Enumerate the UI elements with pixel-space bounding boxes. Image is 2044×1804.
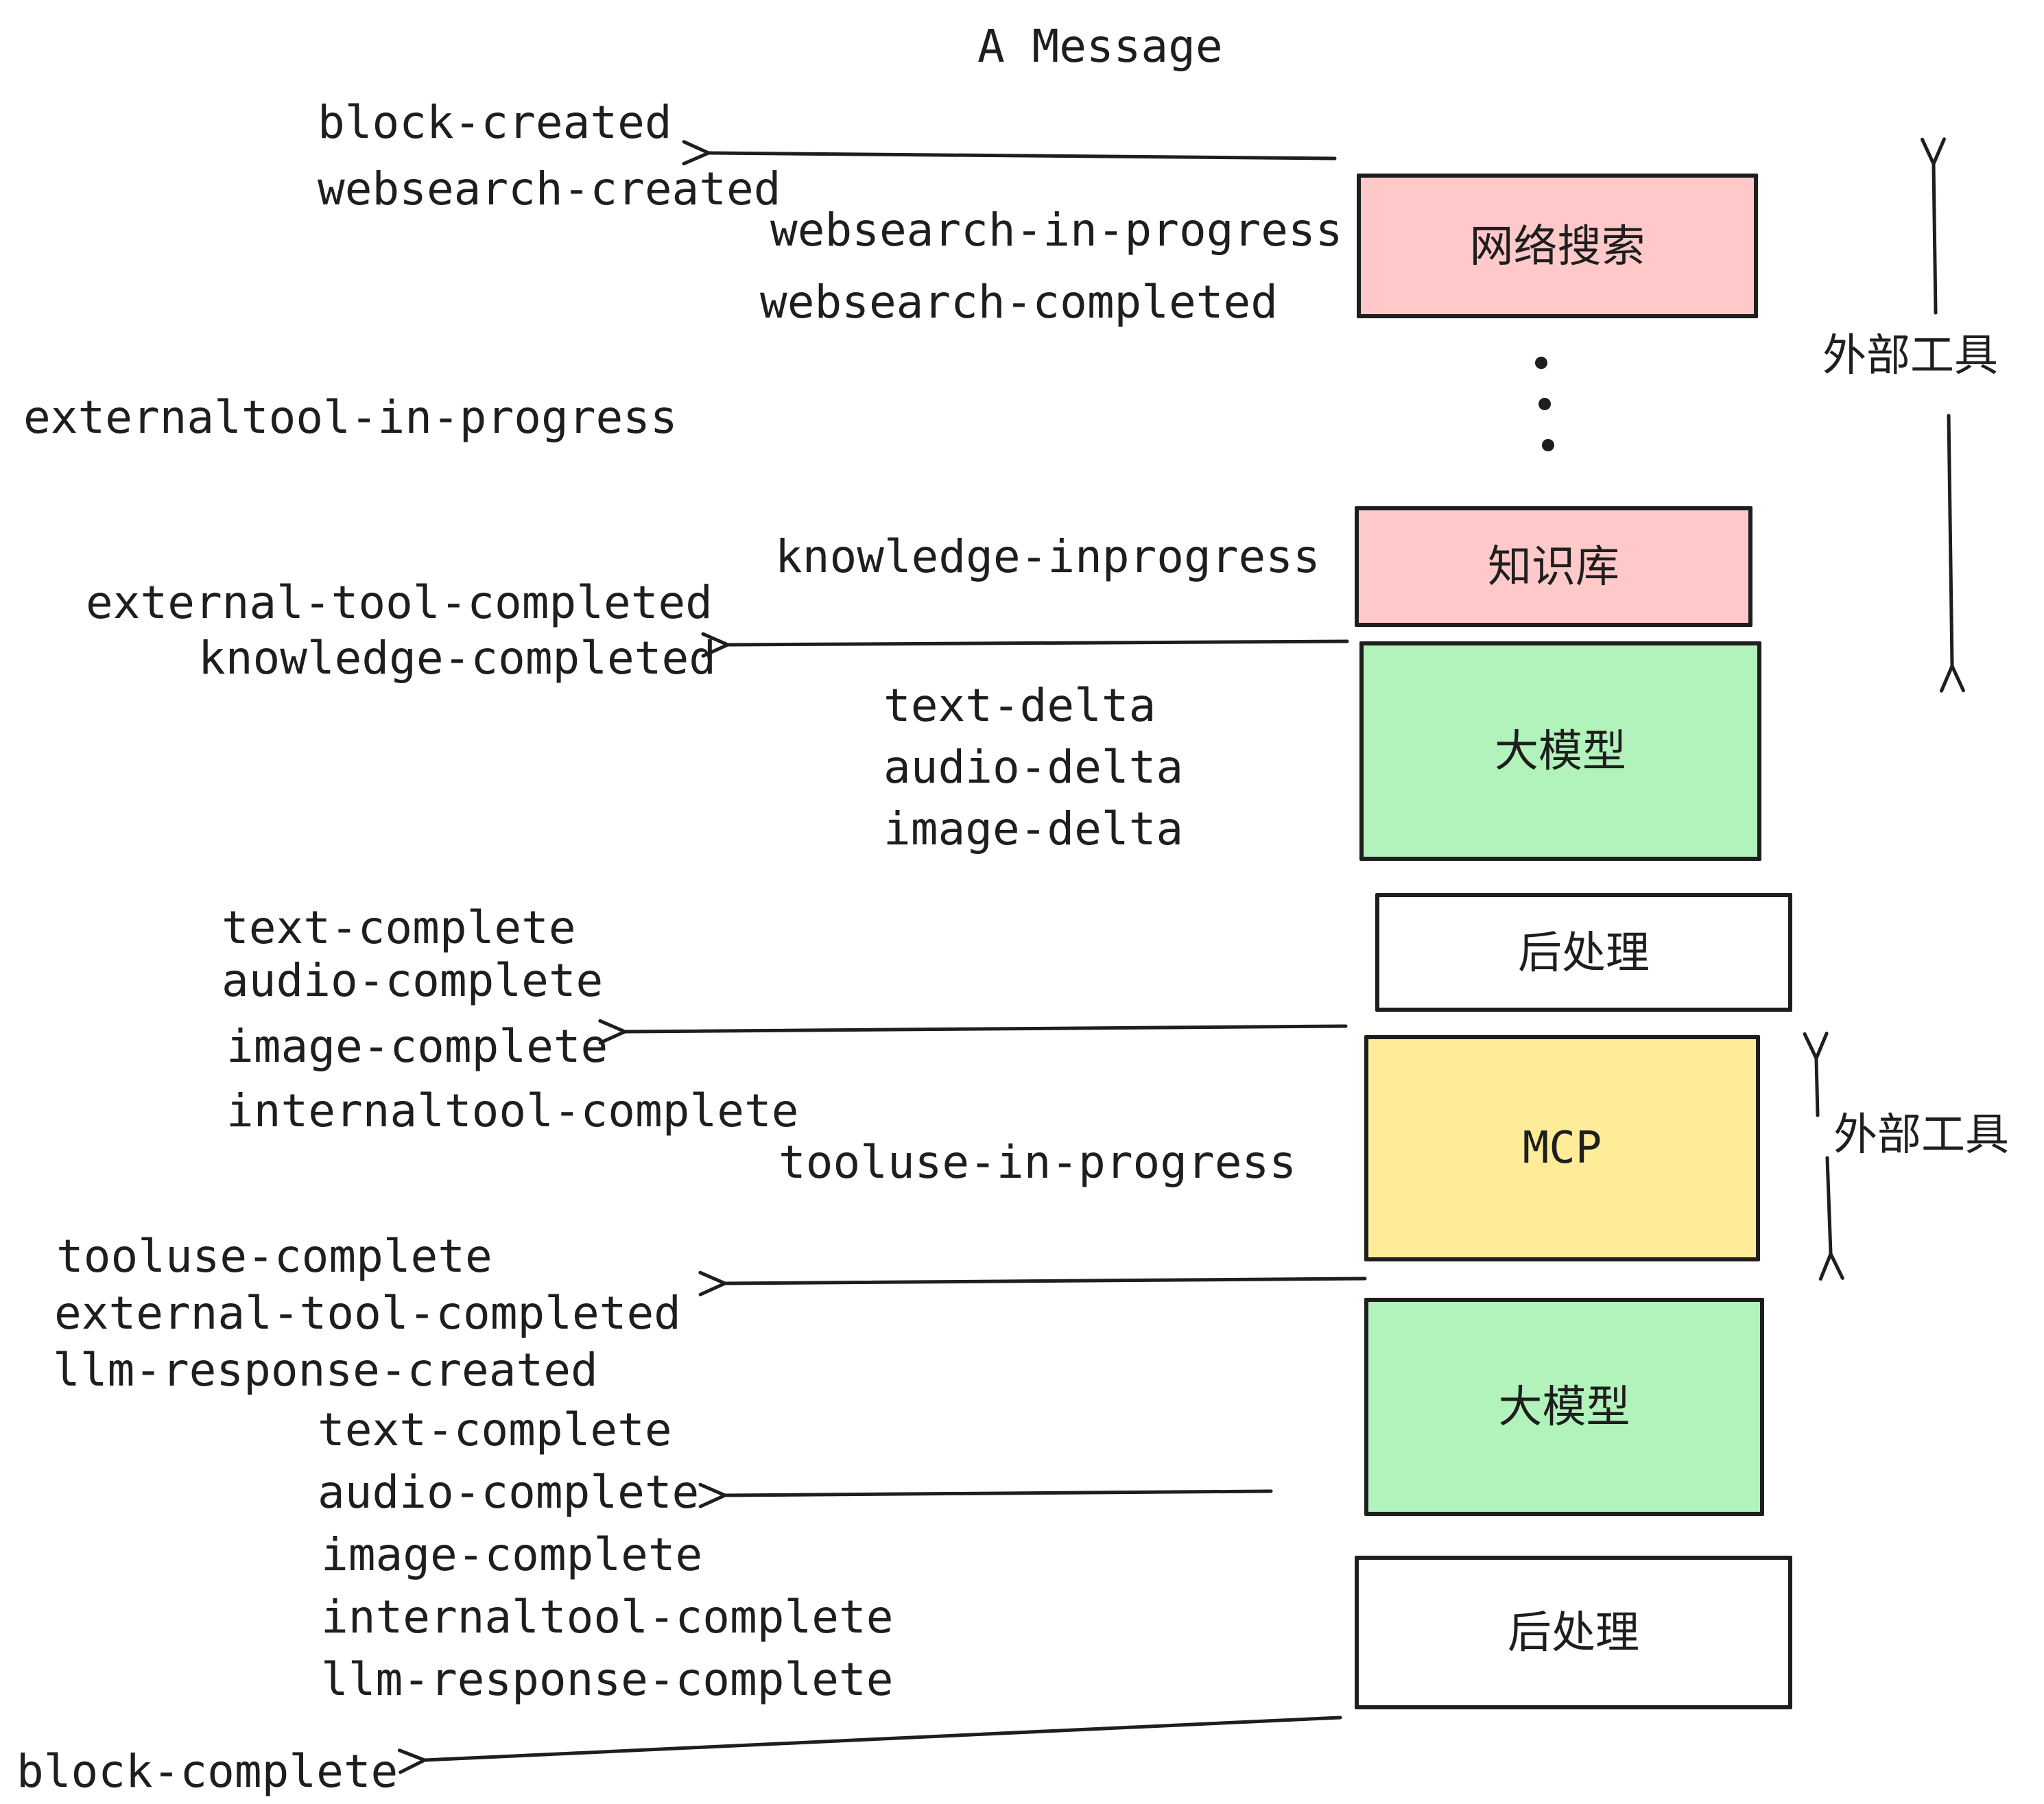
event-image-complete-2: image-complete — [321, 1528, 703, 1581]
event-external-tool-completed: external-tool-completed — [86, 576, 713, 629]
box-postprocess-1: 后处理 — [1375, 893, 1792, 1012]
event-internaltool-complete: internaltool-complete — [226, 1084, 799, 1137]
event-image-complete: image-complete — [226, 1020, 608, 1073]
arrow-external-tools-up-2 — [1816, 1059, 1818, 1117]
box-postprocess-2-label: 后处理 — [1508, 1608, 1639, 1657]
event-knowledge-completed: knowledge-completed — [198, 632, 716, 685]
ellipsis-dot — [1535, 357, 1547, 369]
box-mcp-label: MCP — [1522, 1123, 1602, 1174]
event-externaltool-in-progress: externaltool-in-progress — [23, 391, 678, 444]
event-text-complete: text-complete — [222, 901, 576, 954]
event-tooluse-in-progress: tooluse-in-progress — [779, 1136, 1296, 1189]
arrow-knowledge-completed — [728, 641, 1349, 645]
event-block-complete: block-complete — [16, 1745, 399, 1798]
box-llm-2-label: 大模型 — [1498, 1382, 1630, 1432]
event-websearch-created: websearch-created — [318, 163, 781, 215]
box-llm-1: 大模型 — [1359, 641, 1761, 861]
box-websearch: 网络搜索 — [1357, 174, 1758, 318]
box-llm-1-label: 大模型 — [1495, 726, 1626, 776]
box-websearch-label: 网络搜索 — [1469, 221, 1645, 271]
event-audio-complete-2: audio-complete — [318, 1466, 700, 1519]
event-text-complete-2: text-complete — [318, 1403, 672, 1456]
arrow-tooluse-complete — [726, 1279, 1367, 1283]
arrow-image-complete — [626, 1026, 1348, 1032]
event-audio-complete: audio-complete — [222, 954, 604, 1007]
box-llm-2: 大模型 — [1364, 1298, 1764, 1516]
event-llm-response-created: llm-response-created — [53, 1344, 598, 1397]
arrow-block-complete — [425, 1716, 1342, 1760]
arrow-audio-complete — [726, 1491, 1273, 1495]
event-internaltool-complete-2: internaltool-complete — [321, 1591, 894, 1643]
ellipsis-dot — [1542, 439, 1554, 451]
event-websearch-completed: websearch-completed — [760, 276, 1278, 329]
external-tools-label-1: 外部工具 — [1822, 331, 1998, 380]
event-audio-delta: audio-delta — [883, 741, 1184, 794]
event-llm-response-complete: llm-response-complete — [321, 1653, 894, 1706]
event-external-tool-completed-2: external-tool-completed — [54, 1287, 681, 1340]
event-websearch-in-progress: websearch-in-progress — [770, 204, 1343, 257]
event-tooluse-complete: tooluse-complete — [56, 1230, 492, 1283]
arrow-external-tools-up-1 — [1934, 165, 1936, 315]
event-image-delta: image-delta — [883, 803, 1184, 855]
ellipsis-dot — [1538, 398, 1551, 410]
box-postprocess-2: 后处理 — [1355, 1556, 1792, 1709]
box-knowledge-base: 知识库 — [1355, 506, 1752, 627]
arrow-external-tools-down-2 — [1827, 1156, 1831, 1253]
box-mcp: MCP — [1364, 1035, 1760, 1261]
box-knowledge-base-label: 知识库 — [1488, 542, 1619, 591]
arrow-external-tools-down-1 — [1949, 414, 1952, 665]
arrow-websearch-created — [709, 153, 1337, 158]
box-postprocess-1-label: 后处理 — [1518, 927, 1650, 977]
diagram-title: A Message — [977, 20, 1223, 73]
event-text-delta: text-delta — [883, 679, 1156, 732]
event-knowledge-inprogress: knowledge-inprogress — [775, 530, 1320, 583]
event-block-created: block-created — [318, 96, 672, 149]
external-tools-label-2: 外部工具 — [1833, 1110, 2009, 1159]
